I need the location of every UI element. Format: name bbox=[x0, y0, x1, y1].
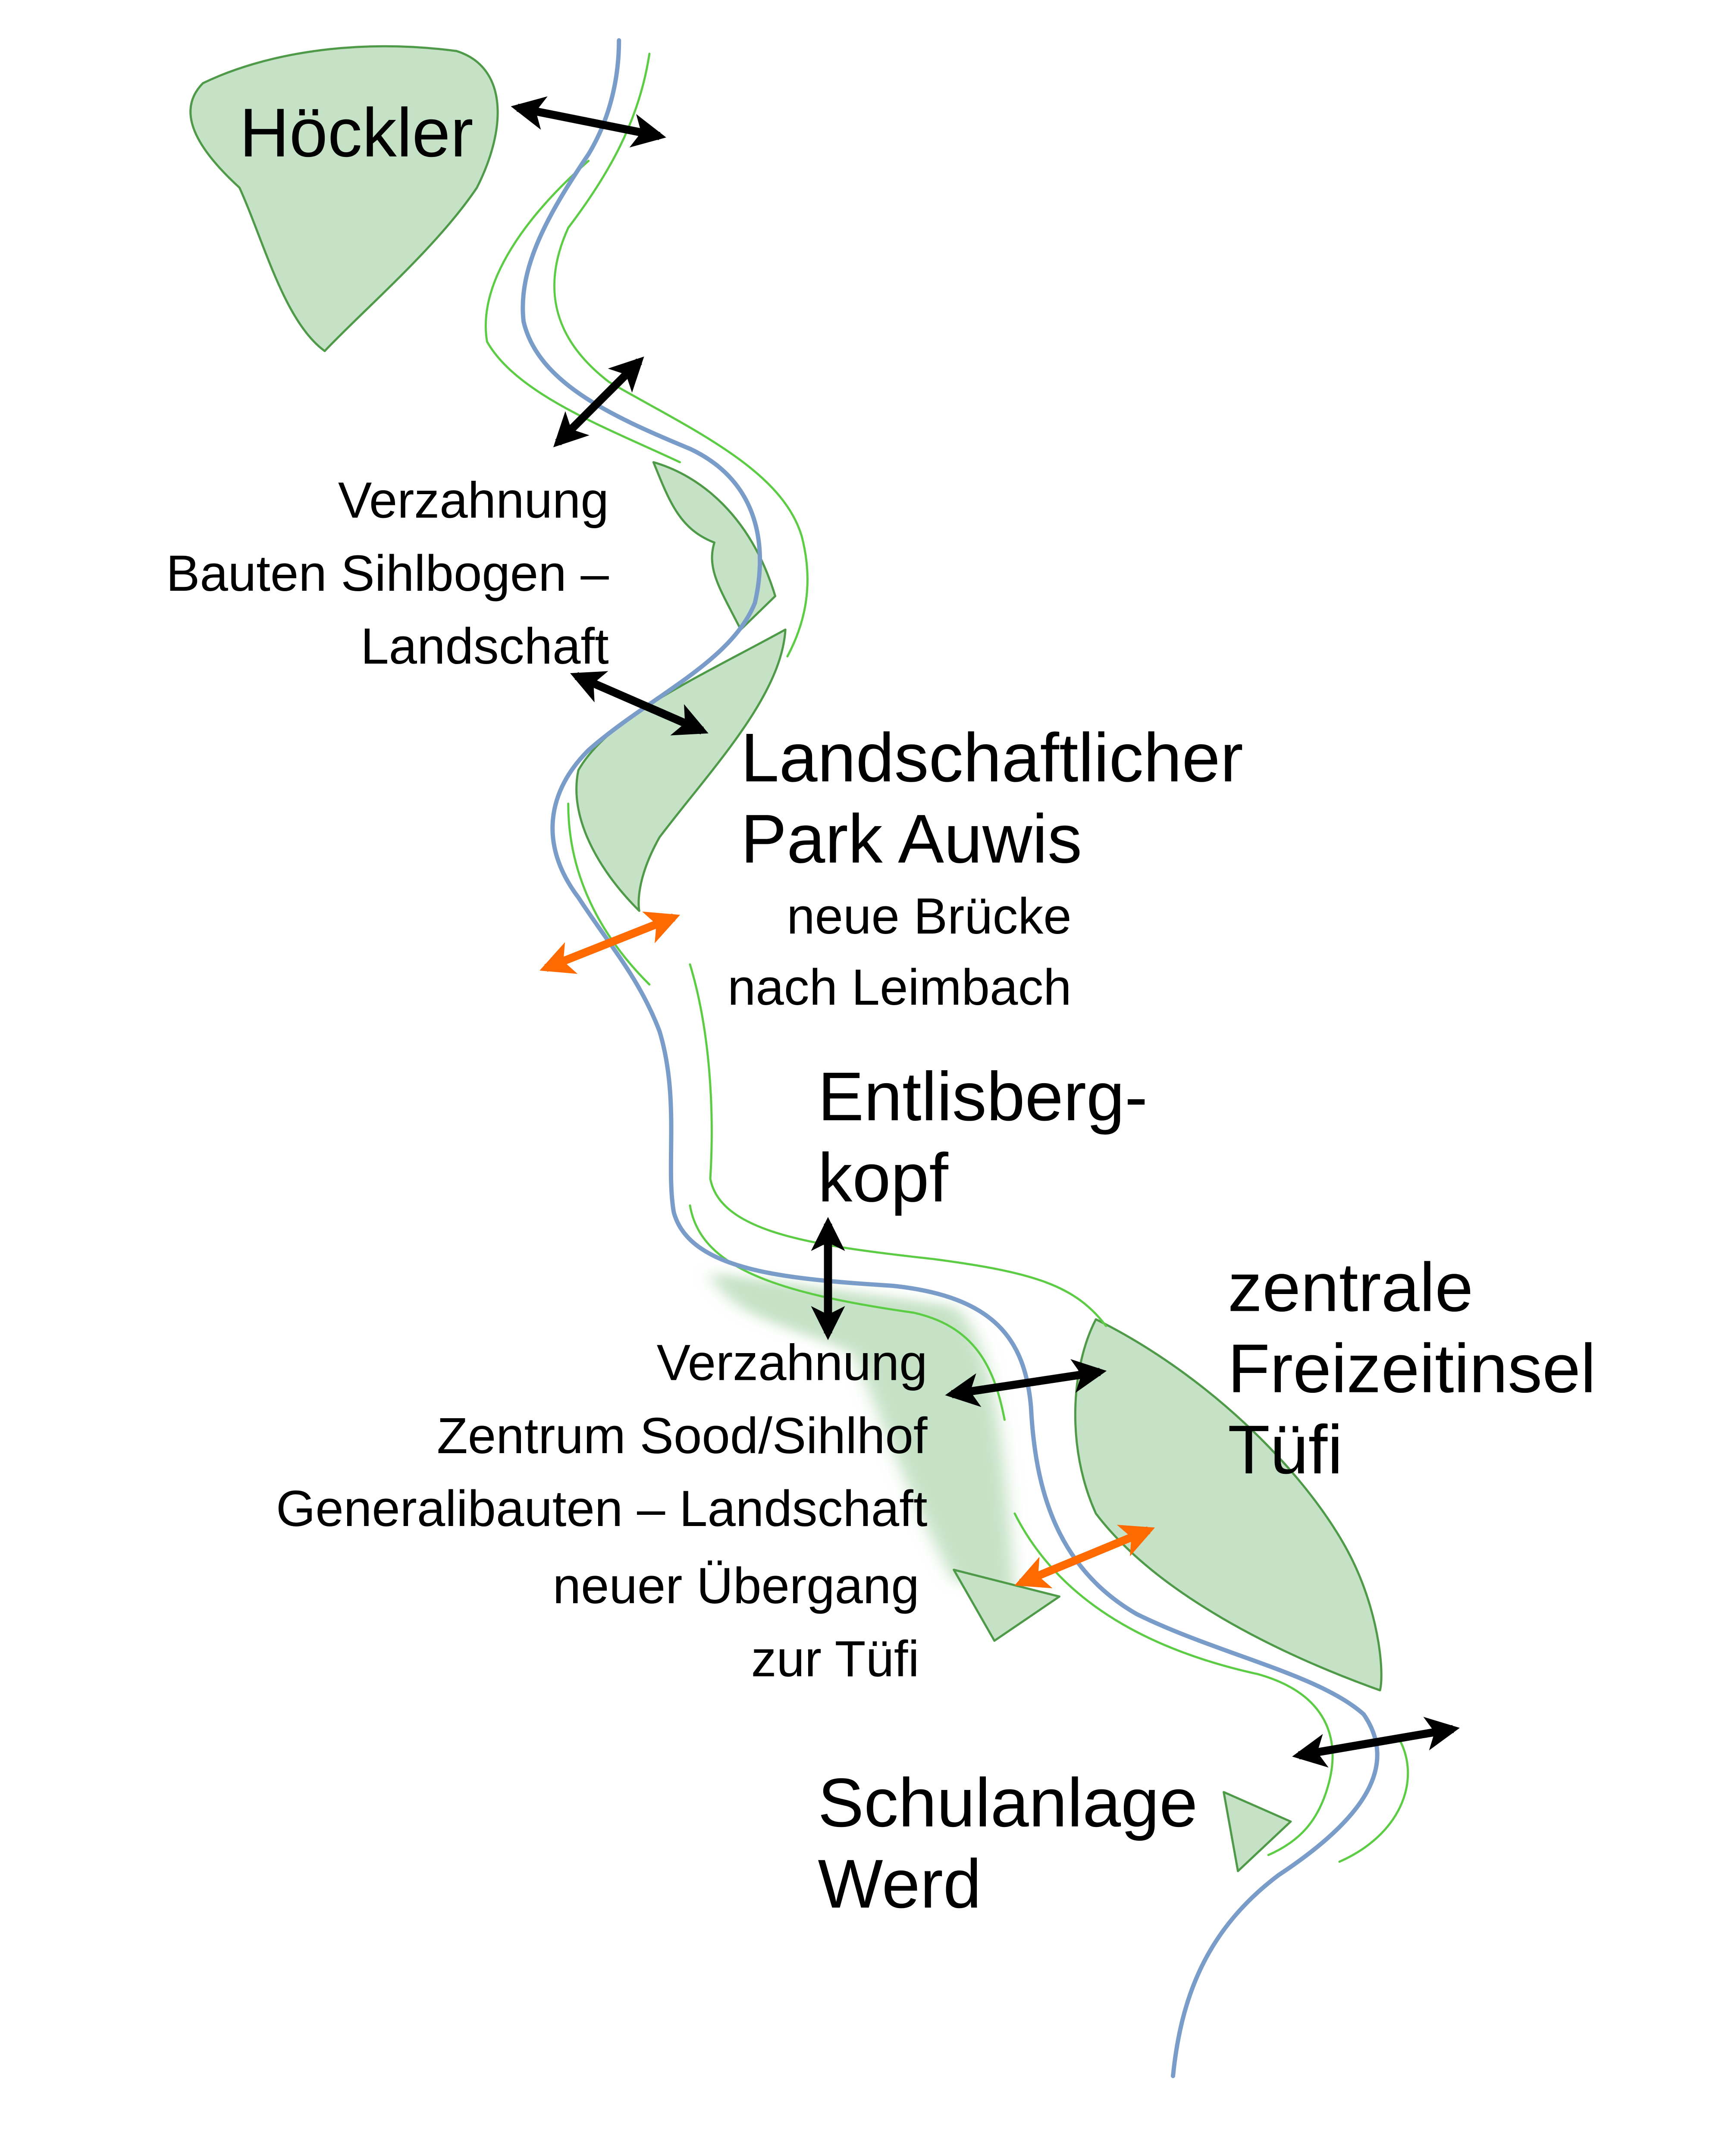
label-neuer-uebergang: neuer Übergang zur Tüfi bbox=[553, 1557, 919, 1687]
label-line: neue Brücke bbox=[787, 888, 1071, 944]
label-park-auwis: Landschaftlicher Park Auwis bbox=[741, 719, 1243, 877]
label-line: Zentrum Sood/Sihlhof bbox=[437, 1407, 928, 1464]
connection-arrow-icon bbox=[1292, 1717, 1460, 1768]
area-sood bbox=[710, 1272, 1015, 1594]
label-line: Entlisberg- bbox=[818, 1058, 1148, 1135]
label-line: zur Tüfi bbox=[751, 1630, 919, 1687]
connection-arrow-icon bbox=[945, 1359, 1107, 1407]
label-line: Freizeitinsel bbox=[1228, 1330, 1596, 1407]
area-hoeckler bbox=[191, 46, 498, 351]
label-line: Generalibauten – Landschaft bbox=[276, 1480, 928, 1537]
label-entlisbergkopf: Entlisberg- kopf bbox=[818, 1058, 1148, 1216]
map-geometry bbox=[191, 41, 1408, 2076]
label-verzahnung-sood: Verzahnung Zentrum Sood/Sihlhof Generali… bbox=[276, 1334, 928, 1537]
label-schulanlage: Schulanlage Werd bbox=[818, 1764, 1198, 1922]
label-line: Park Auwis bbox=[741, 800, 1082, 877]
label-line: Werd bbox=[818, 1845, 981, 1922]
diagram-canvas: Höckler Verzahnung Bauten Sihlbogen – La… bbox=[166, 0, 1596, 2103]
area-sihlbogen bbox=[653, 462, 775, 630]
label-line: zentrale bbox=[1228, 1248, 1473, 1326]
label-line: neuer Übergang bbox=[553, 1557, 919, 1614]
new-crossing-arrow-icon bbox=[1014, 1525, 1155, 1589]
label-hoeckler: Höckler bbox=[239, 94, 473, 171]
bank-left bbox=[486, 161, 1333, 1855]
label-line: Landschaft bbox=[361, 618, 608, 674]
area-uebergang bbox=[954, 1570, 1060, 1641]
label-line: Tüfi bbox=[1228, 1411, 1343, 1488]
label-neue-bruecke: neue Brücke nach Leimbach bbox=[728, 888, 1072, 1015]
label-freizeitinsel: zentrale Freizeitinsel Tüfi bbox=[1228, 1248, 1596, 1488]
label-line: Verzahnung bbox=[657, 1334, 928, 1391]
label-line: Bauten Sihlbogen – bbox=[166, 545, 609, 602]
label-line: Verzahnung bbox=[338, 472, 609, 528]
label-line: Schulanlage bbox=[818, 1764, 1198, 1841]
label-line: kopf bbox=[818, 1139, 948, 1216]
area-tuefi bbox=[1075, 1319, 1381, 1690]
label-verzahnung-sihlbogen: Verzahnung Bauten Sihlbogen – Landschaft bbox=[166, 472, 609, 674]
connection-arrow-icon bbox=[553, 356, 644, 448]
sihl-landscape-diagram: Höckler Verzahnung Bauten Sihlbogen – La… bbox=[166, 0, 1596, 2103]
label-line: nach Leimbach bbox=[728, 959, 1072, 1015]
connection-arrow-icon bbox=[570, 671, 709, 736]
area-schulanlage bbox=[1224, 1792, 1291, 1871]
connection-arrow-icon bbox=[511, 96, 666, 148]
label-line: Landschaftlicher bbox=[741, 719, 1243, 796]
new-crossing-arrow-icon bbox=[539, 911, 681, 974]
